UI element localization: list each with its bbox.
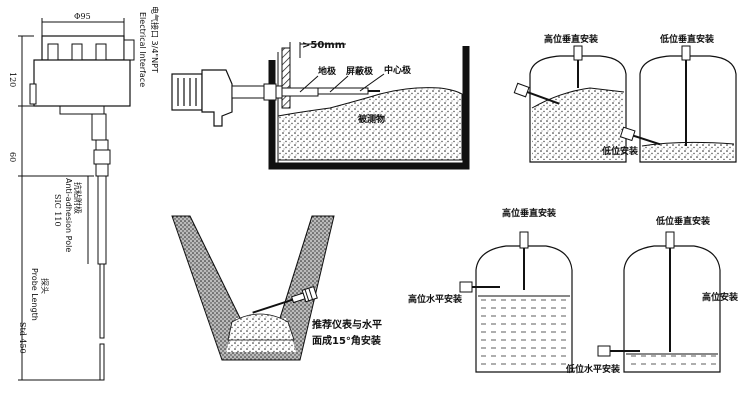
hopper-sensor (252, 285, 318, 314)
shield-electrode-label: 屏蔽极 (346, 65, 374, 77)
hopper-note-line2: 面成15°角安装 (312, 334, 381, 347)
anti-adhesion-cn-label: 抗粘附极 (73, 182, 83, 214)
sic-value-label: SIC 110 (53, 194, 62, 227)
bottom-left-side-label: 高位水平安装 (408, 293, 463, 305)
bottom-right-side-label: 高位安装 (702, 291, 739, 303)
dim-head-label: 120 (8, 72, 17, 87)
bottom-left-tank-liquid (478, 296, 570, 370)
probe-rod (99, 263, 105, 339)
bulk-material (277, 87, 463, 161)
bottom-right-top-label: 低位垂直安装 (655, 215, 711, 227)
top-left-tank-material (532, 88, 624, 160)
top-left-tank-label: 高位垂直安装 (544, 33, 599, 45)
housing-body (33, 59, 131, 107)
top-tanks-diagram: 高位垂直安装 低位垂直安装 低位安装 (513, 33, 737, 163)
hopper-material (227, 313, 295, 341)
silo-installation-diagram: >50mm 地极 屏蔽极 中心极 被测物 (171, 40, 470, 170)
anti-adhesion-en-label: Anti-adhesion Pole (64, 178, 73, 252)
silo-flange (281, 47, 291, 109)
top-right-low-label: 低位安装 (601, 145, 639, 157)
hopper-note-line1: 推荐仪表与水平 (312, 318, 382, 331)
top-right-tank-label: 低位垂直安装 (659, 33, 715, 45)
sensor-dimension-drawing: Φ95 电气接口 3/4"NPT Electrical Interface 12… (8, 6, 160, 381)
probe-cn-label: 探头 (40, 278, 50, 294)
dim-neck-label: 60 (8, 152, 17, 162)
bottom-right-bottom-label: 低位水平安装 (565, 363, 621, 375)
sensor-head (171, 73, 203, 111)
probe-en-label: Probe Length (30, 268, 39, 321)
bottom-right-tank-liquid (626, 354, 718, 370)
electrical-interface-label: 电气接口 3/4"NPT (150, 6, 160, 73)
material-label: 被测物 (358, 113, 385, 125)
center-electrode-label: 中心极 (384, 64, 412, 76)
ground-electrode-label: 地极 (318, 65, 337, 77)
diameter-label: Φ95 (74, 12, 91, 21)
gap-label: >50mm (302, 40, 345, 51)
bottom-left-top-label: 高位垂直安装 (502, 207, 557, 219)
anti-adhesion-pole (97, 175, 107, 265)
probe-std-label: Std 450 (18, 322, 27, 354)
bottom-tanks-diagram: 高位垂直安装 高位水平安装 低位垂直安装 高位安装 低位水平安装 (408, 207, 739, 375)
silo-wall (268, 46, 470, 170)
bottom-right-tank (623, 245, 721, 373)
top-right-tank-material (642, 142, 734, 160)
hopper-installation-diagram: 推荐仪表与水平 面成15°角安装 (171, 215, 382, 361)
top-right-tank (639, 55, 737, 163)
electrical-interface-en-label: Electrical Interface (138, 12, 147, 87)
